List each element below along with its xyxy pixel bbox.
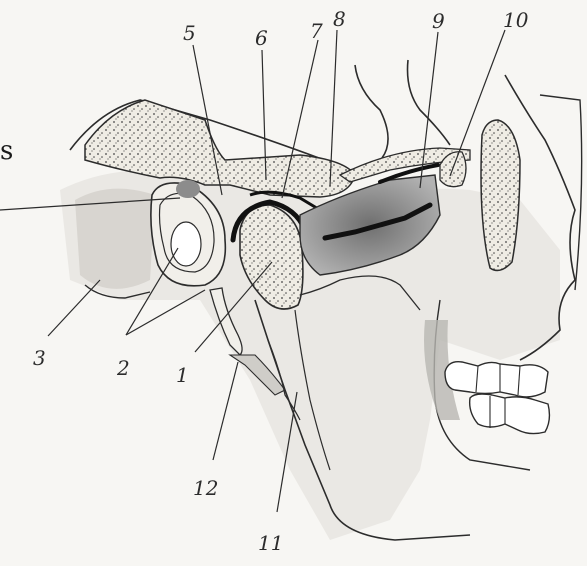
label-2: 2 [116,356,130,380]
label-11: 11 [258,531,283,555]
leader-12 [213,362,238,460]
label-10: 10 [503,8,529,32]
label-5: 5 [183,21,196,45]
label-7: 7 [310,19,323,43]
label-9: 9 [432,9,445,33]
upper-teeth [445,362,548,397]
label-6: 6 [255,26,268,50]
dark-spot [176,180,200,198]
pterygoid-plate [481,120,520,270]
label-3: 3 [33,346,46,370]
label-8: 8 [333,7,346,31]
label-1: 1 [176,363,189,387]
teeth-group [445,362,549,434]
label-12: 12 [193,476,218,500]
nasal-outline [355,65,388,158]
lower-teeth [470,394,550,434]
ossicle [171,222,201,266]
frontal-outline [408,60,451,145]
leader-3 [48,280,100,336]
